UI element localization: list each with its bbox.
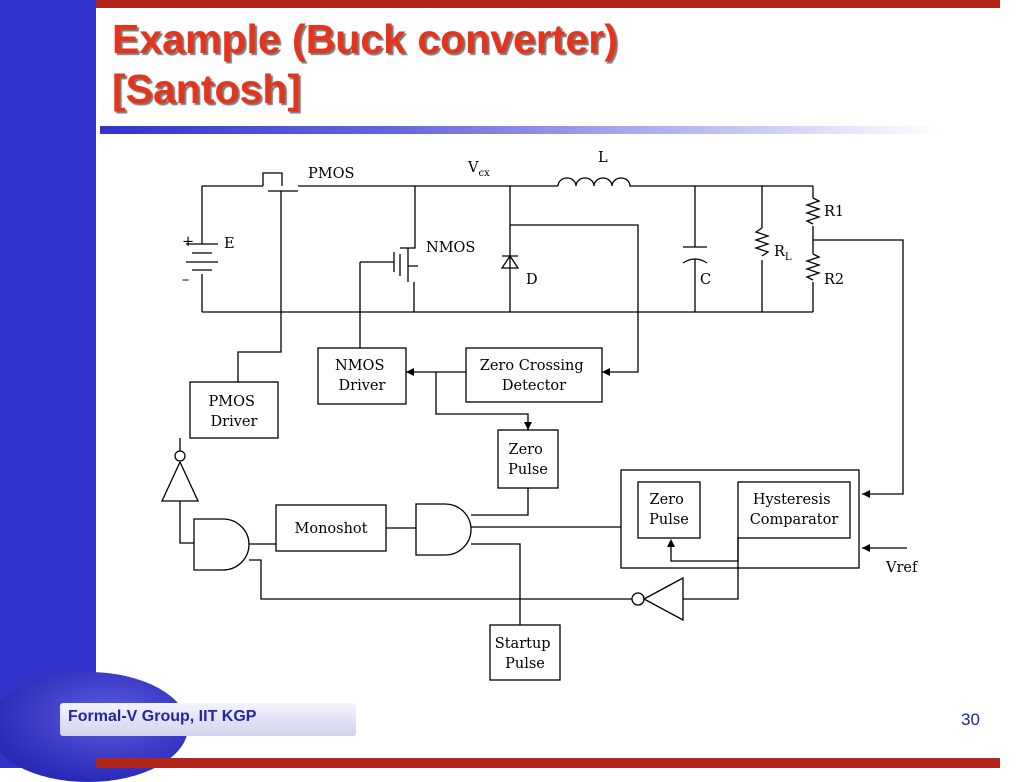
nmos-driver-label: NMOS Driver bbox=[335, 358, 389, 394]
label-minus: – bbox=[182, 272, 189, 288]
label-r1: R1 bbox=[824, 204, 844, 220]
inductor-coil bbox=[557, 177, 813, 187]
arrow-into-zero-pulse-2 bbox=[667, 539, 675, 547]
pmos-switch-outline bbox=[262, 172, 283, 186]
page-number: 30 bbox=[961, 710, 980, 729]
and-gate-left bbox=[193, 518, 250, 571]
wire-buffer-to-and bbox=[249, 559, 632, 600]
label-r2: R2 bbox=[824, 272, 844, 288]
label-plus: + bbox=[182, 234, 194, 250]
label-vref: Vref bbox=[885, 560, 919, 576]
hysteresis-comparator-label: Hysteresis Comparator bbox=[750, 492, 839, 528]
buffer-bubble bbox=[631, 592, 645, 606]
label-source-e: E bbox=[224, 236, 235, 252]
slide-title-line2: [Santosh] bbox=[112, 66, 302, 112]
label-capacitor: C bbox=[700, 272, 711, 288]
footer-badge bbox=[60, 703, 356, 736]
pmos-gate-wire bbox=[237, 208, 282, 382]
inverter-bubble bbox=[174, 450, 186, 462]
resistor-r2 bbox=[804, 253, 822, 281]
pmos-driver-label: PMOS Driver bbox=[208, 394, 259, 430]
feedback-wire bbox=[813, 239, 904, 495]
arrow-into-zero-pulse bbox=[524, 422, 532, 430]
block-startup-pulse bbox=[489, 624, 561, 681]
arrow-into-comparator bbox=[862, 490, 870, 498]
wire-comparator-to-buffer bbox=[670, 538, 739, 562]
arrow-vref bbox=[862, 544, 870, 552]
capacitor-plates bbox=[682, 246, 708, 264]
buck-converter-diagram: PMOS Vcx L E + – NMOS D C RL R1 R2 Vref … bbox=[160, 150, 919, 681]
block-pmos-driver bbox=[189, 381, 279, 439]
pmos-body bbox=[268, 190, 298, 208]
wire-zero-pulse-to-and bbox=[471, 488, 529, 516]
label-pmos: PMOS bbox=[308, 166, 354, 182]
zero-pulse-1-label: Zero Pulse bbox=[508, 442, 548, 478]
monoshot-label: Monoshot bbox=[295, 521, 368, 537]
and-gate-right bbox=[415, 503, 472, 556]
footer-label: Formal-V Group, IIT KGP bbox=[68, 708, 257, 725]
bottom-rule bbox=[96, 758, 1000, 768]
wire-and-to-startup bbox=[471, 543, 521, 625]
resistor-r1 bbox=[804, 197, 822, 225]
left-accent-band bbox=[0, 0, 96, 768]
label-vcx: Vcx bbox=[467, 160, 490, 179]
buffer-gate bbox=[642, 576, 684, 622]
arrow-into-nmos-driver bbox=[406, 368, 414, 376]
block-zero-pulse-2 bbox=[637, 481, 701, 539]
block-zero-pulse-1 bbox=[497, 429, 559, 489]
slide-title: Example (Buck converter) [Santosh] bbox=[112, 14, 618, 114]
diode-symbol bbox=[500, 254, 520, 269]
zcd-sense-wire bbox=[510, 224, 639, 373]
zero-crossing-detector-label: Zero Crossing Detector bbox=[480, 358, 588, 394]
label-nmos: NMOS bbox=[426, 240, 475, 256]
startup-pulse-label: Startup Pulse bbox=[495, 636, 555, 672]
title-underline bbox=[100, 126, 940, 134]
label-inductor: L bbox=[598, 150, 608, 166]
nmos-gate bbox=[360, 252, 395, 272]
arrow-into-zcd bbox=[602, 368, 610, 376]
label-diode: D bbox=[526, 272, 538, 288]
block-hysteresis-comparator bbox=[737, 481, 851, 539]
wire-comparator-to-buffer-out bbox=[683, 538, 739, 600]
wire-nmos-drain bbox=[400, 186, 416, 249]
battery-plates bbox=[186, 243, 218, 271]
wire-inverter-to-and bbox=[179, 501, 194, 544]
label-load: RL bbox=[774, 244, 792, 263]
nmos-transistor bbox=[399, 248, 418, 312]
slide-title-line1: Example (Buck converter) bbox=[112, 16, 618, 62]
inverter-gate bbox=[160, 460, 200, 502]
zero-pulse-2-label: Zero Pulse bbox=[649, 492, 689, 528]
block-comparator-group bbox=[620, 469, 860, 569]
right-margin bbox=[1000, 0, 1024, 768]
block-nmos-driver bbox=[317, 347, 407, 405]
block-zero-crossing-detector bbox=[465, 347, 603, 403]
top-rule bbox=[96, 0, 1000, 8]
load-resistor bbox=[753, 227, 771, 257]
